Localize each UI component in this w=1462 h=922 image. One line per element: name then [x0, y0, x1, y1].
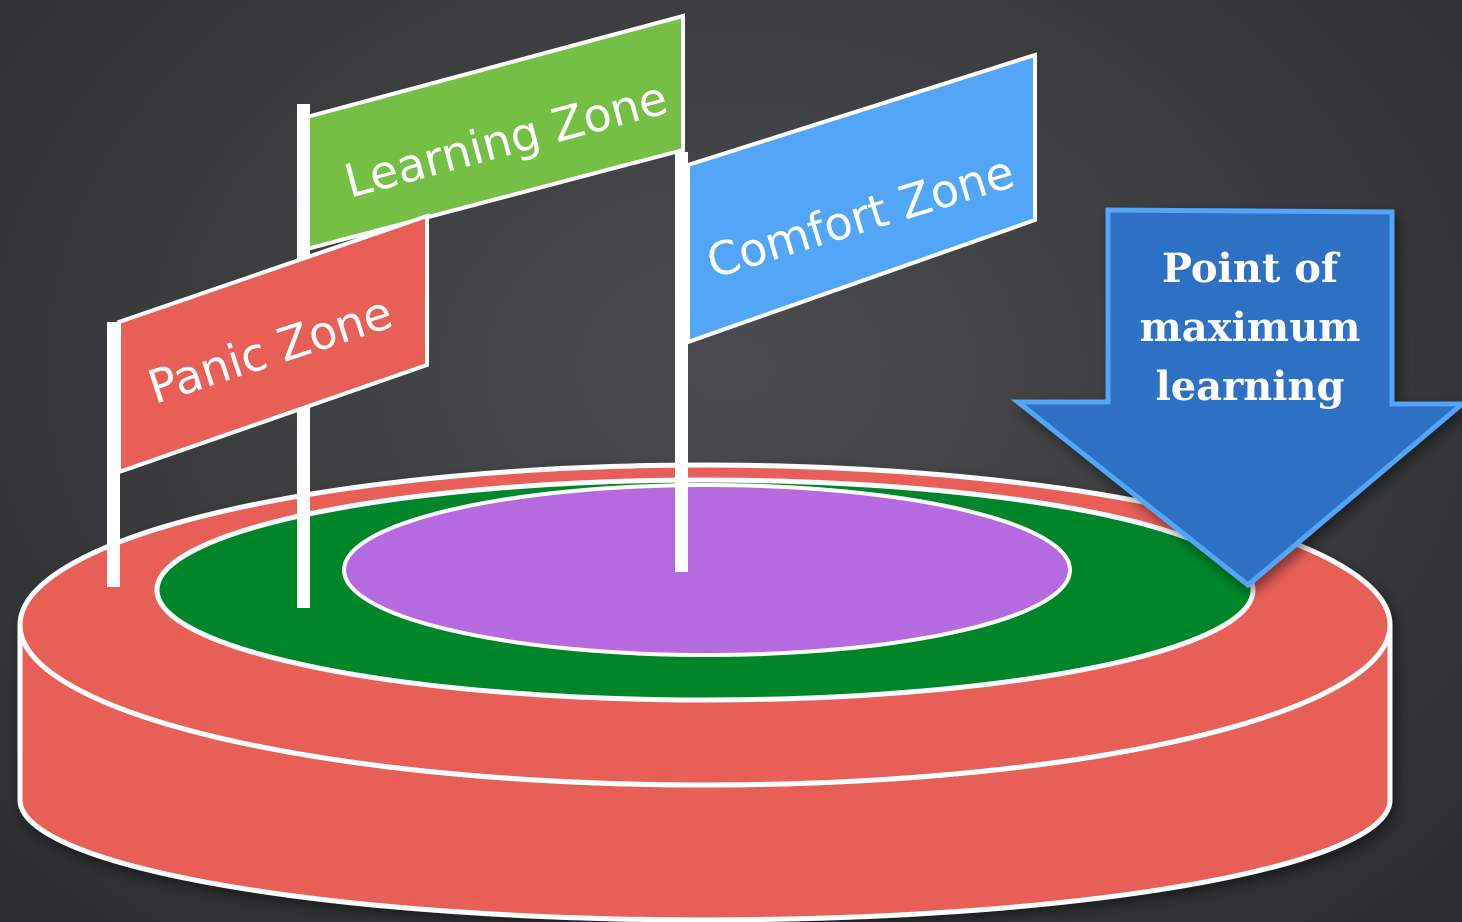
comfort-zone-pole: [675, 152, 688, 572]
inner-circle-comfort: [342, 483, 1072, 657]
callout-arrow-shape: [1010, 207, 1462, 589]
learning-zone-flag: Learning Zone: [297, 13, 685, 608]
panic-zone-flag: Panic Zone: [107, 213, 429, 587]
callout-line-3: learning: [1156, 363, 1345, 410]
max-learning-callout: Point of maximum learning: [1010, 207, 1462, 589]
callout-line-2: maximum: [1139, 304, 1360, 351]
panic-zone-pole: [107, 322, 120, 587]
callout-line-1: Point of: [1162, 245, 1341, 292]
target-platform: [17, 462, 1393, 922]
